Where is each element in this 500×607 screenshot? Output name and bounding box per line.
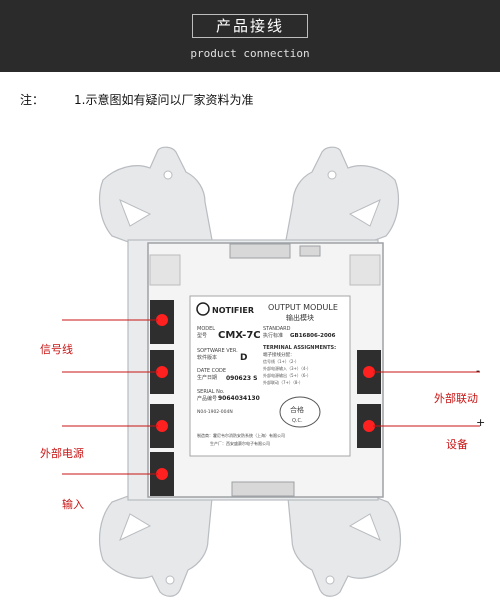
label-external-linkage: 外部联动 bbox=[434, 392, 478, 405]
label-minus: - bbox=[476, 364, 480, 377]
svg-text:软件版本: 软件版本 bbox=[197, 354, 217, 361]
svg-text:型号: 型号 bbox=[197, 332, 207, 339]
svg-text:外部电源输出（5+）（6-）: 外部电源输出（5+）（6-） bbox=[263, 372, 311, 378]
qc-stamp-icon bbox=[279, 396, 321, 428]
note-index: 1. bbox=[74, 93, 86, 107]
brand-logo-icon bbox=[196, 302, 210, 316]
page-subtitle: product connection bbox=[190, 47, 310, 60]
svg-text:外部联动（7+）（8-）: 外部联动（7+）（8-） bbox=[263, 379, 303, 385]
svg-text:产品编号: 产品编号 bbox=[197, 395, 217, 402]
label-plate: NOTIFIER OUTPUT MODULE 输出模块 MODEL 型号 CMX… bbox=[189, 295, 351, 457]
wiring-lines bbox=[62, 319, 480, 475]
svg-text:SERIAL No.: SERIAL No. bbox=[197, 389, 225, 395]
serial-value: 9064034130 bbox=[218, 395, 260, 402]
label-input: 输入 bbox=[62, 498, 84, 511]
model-value: CMX-7C bbox=[218, 330, 261, 341]
svg-text:DATE CODE: DATE CODE bbox=[197, 368, 226, 374]
label-plus: + bbox=[476, 416, 486, 429]
svg-text:信号线（1+）（2-）: 信号线（1+）（2-） bbox=[263, 358, 299, 364]
svg-text:TERMINAL ASSIGNMENTS:: TERMINAL ASSIGNMENTS: bbox=[263, 345, 336, 351]
note-line: 注： 1.示意图如有疑问以厂家资料为准 bbox=[20, 91, 253, 108]
svg-text:生产厂：西安盛赛尔电子有限公司: 生产厂：西安盛赛尔电子有限公司 bbox=[210, 440, 270, 446]
product-name-en: OUTPUT MODULE bbox=[268, 303, 338, 312]
svg-text:MODEL: MODEL bbox=[197, 326, 215, 332]
page-title: 产品接线 bbox=[192, 14, 308, 38]
svg-text:SOFTWARE VER.: SOFTWARE VER. bbox=[197, 348, 238, 354]
label-equipment: 设备 bbox=[446, 438, 468, 451]
svg-text:端子接线分配：: 端子接线分配： bbox=[263, 351, 295, 358]
note-prefix: 注： bbox=[20, 93, 45, 107]
brand-name: NOTIFIER bbox=[212, 306, 254, 315]
left-terminals bbox=[150, 300, 174, 496]
svg-text:执行标准: 执行标准 bbox=[263, 332, 283, 339]
svg-text:生产日期: 生产日期 bbox=[197, 374, 217, 381]
standard-value: GB16806-2006 bbox=[290, 333, 336, 339]
note-text: 示意图如有疑问以厂家资料为准 bbox=[85, 93, 254, 107]
doc-code: N04-1902-004N bbox=[197, 409, 233, 415]
product-name-cn: 输出模块 bbox=[286, 313, 314, 322]
label-external-power: 外部电源 bbox=[40, 447, 84, 460]
header-banner: 产品接线 product connection bbox=[0, 0, 500, 72]
date-value: 090623 S bbox=[226, 375, 257, 382]
svg-text:Q.C.: Q.C. bbox=[292, 418, 303, 424]
svg-text:STANDARD: STANDARD bbox=[263, 326, 291, 332]
product-photo: NOTIFIER OUTPUT MODULE 输出模块 MODEL 型号 CMX… bbox=[62, 146, 480, 597]
svg-text:合格: 合格 bbox=[290, 405, 304, 414]
label-signal-line: 信号线 bbox=[40, 343, 73, 356]
software-value: D bbox=[240, 353, 247, 363]
svg-text:制造商：霍尼韦尔消防安防系统（上海）有限公司: 制造商：霍尼韦尔消防安防系统（上海）有限公司 bbox=[197, 432, 285, 438]
svg-text:外部电源输入（3+）（4-）: 外部电源输入（3+）（4-） bbox=[263, 365, 311, 371]
